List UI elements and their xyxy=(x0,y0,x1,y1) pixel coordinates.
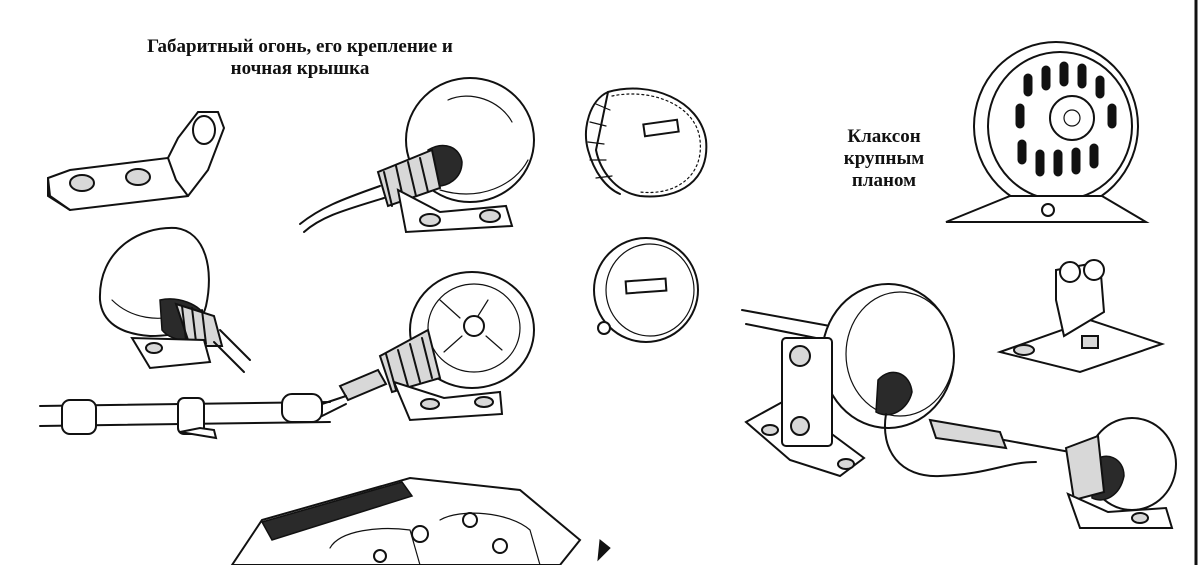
horn-close-up xyxy=(945,41,1150,223)
horn-installed xyxy=(741,283,1071,478)
marker-light-front-view xyxy=(299,77,535,234)
marker-light-caption-line-1: Габаритный огонь, его крепление и xyxy=(147,36,453,57)
marker-light-caption: Габаритный огонь, его крепление и ночная… xyxy=(100,36,500,80)
light-mounting-bracket xyxy=(47,111,226,212)
night-cover-side-view xyxy=(585,87,708,198)
horn-caption-line-1: Клаксон xyxy=(847,126,921,147)
horn-caption-line-3: планом xyxy=(851,169,917,191)
horn-caption-line-2: крупным xyxy=(843,147,925,169)
marker-light-caption-line-2: ночная крышка xyxy=(230,57,370,79)
dashboard-panel-fragment xyxy=(230,476,611,565)
horn-caption: Клаксон крупным планом xyxy=(825,126,943,192)
wiring-cable xyxy=(39,393,347,440)
marker-light-installed xyxy=(338,271,535,422)
marker-light-rear-view xyxy=(98,226,251,373)
horn-grille-slots xyxy=(1015,61,1117,177)
night-cover-front-view xyxy=(593,237,699,343)
marker-light-bottom-right xyxy=(1064,417,1177,529)
horn-mounting-bracket xyxy=(996,259,1166,374)
